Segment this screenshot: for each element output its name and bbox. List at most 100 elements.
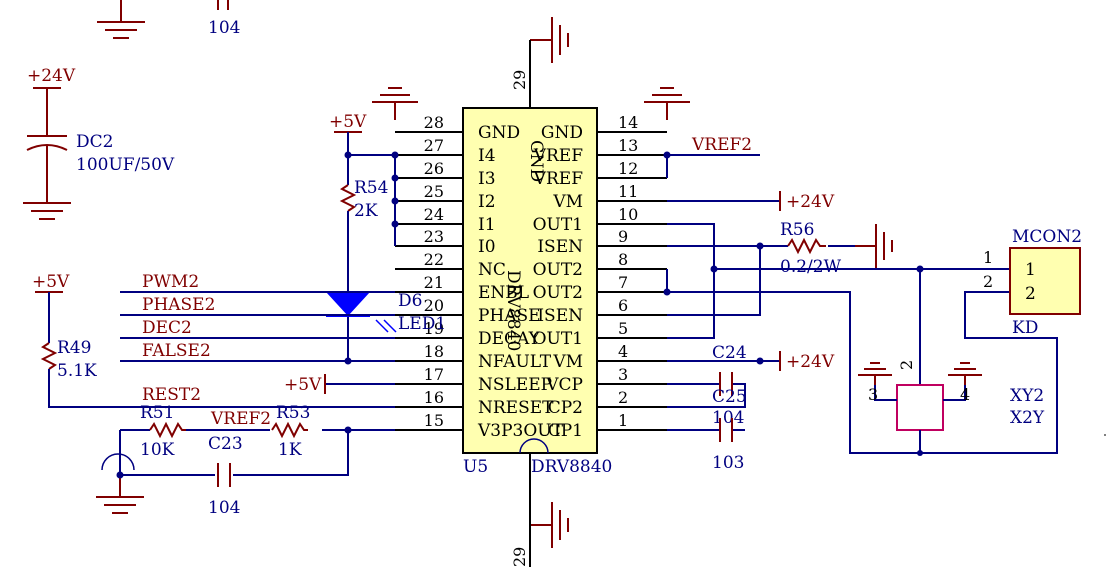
net-dec2: DEC2 (142, 318, 192, 338)
r49-value: 5.1K (57, 361, 97, 381)
c23-designator: C23 (208, 434, 243, 454)
r54-power-label: +5V (329, 112, 367, 132)
ic-pin-number: 9 (618, 227, 628, 246)
junction-dot (116, 471, 124, 479)
xy2-pin4: 4 (960, 385, 970, 404)
ic-pin-name: CP2 (548, 398, 583, 418)
ic-pin-name: I2 (478, 192, 496, 212)
ic-right-pins (597, 131, 667, 431)
r49-power-label: +5V (32, 272, 70, 292)
junction-dot (391, 197, 399, 205)
ic-pin-name: V3P3OUT (477, 421, 564, 441)
ic-pin-name: I4 (478, 146, 496, 166)
ic-pin-number: 8 (618, 250, 628, 269)
junction-dot (756, 242, 764, 250)
net-vref2-left: VREF2 (210, 409, 271, 429)
vm4-power-label: +24V (786, 352, 835, 372)
ic-pin-number: 10 (618, 205, 638, 224)
ic-pin-name: PHASE (478, 306, 541, 326)
ic-pin-name: I0 (478, 237, 496, 257)
ground-icon (96, 475, 144, 514)
power-port-icon (33, 87, 61, 135)
r54-value: 2K (354, 201, 378, 221)
ic-left-pins (395, 131, 463, 431)
ic-pin-name: I1 (478, 215, 496, 235)
ic-pin-number: 2 (618, 388, 628, 407)
junction-dot (391, 174, 399, 182)
net-rest2: REST2 (142, 385, 201, 405)
capacitor-icon (26, 135, 68, 185)
ground-icon (855, 224, 893, 268)
ground-icon (858, 362, 892, 385)
xy2-value: X2Y (1010, 408, 1045, 428)
junction-dot (917, 450, 923, 456)
junction-dot (710, 265, 718, 273)
net-phase2: PHASE2 (142, 295, 215, 315)
net-false2: FALSE2 (142, 341, 211, 361)
junction-dot (344, 426, 352, 434)
dc2-value: 100UF/50V (76, 155, 175, 175)
r51-designator: R51 (140, 403, 174, 423)
ic-pin-name: ENBL (478, 283, 529, 303)
ic-pin-number: 11 (618, 182, 638, 201)
xy2-pin2: 2 (897, 360, 916, 370)
ground-icon (644, 87, 690, 120)
vm11-power-label: +24V (786, 192, 835, 212)
ic-pin-number: 7 (618, 273, 628, 292)
r53-designator: R53 (276, 403, 310, 423)
ground-icon (23, 185, 71, 220)
ic-pin-number: 1 (618, 411, 628, 430)
capacitor-icon (719, 372, 733, 396)
ic-gnd-vertical: GND (526, 140, 546, 182)
ic-bottom-pin-number: 29 (510, 547, 529, 567)
resistor-icon (787, 237, 826, 255)
ic-pin-name: VCP (545, 375, 583, 395)
xy2-body (896, 384, 944, 431)
ic-pin-name: OUT1 (533, 215, 583, 235)
ic-pin-number: 20 (424, 296, 444, 315)
net-pwm2: PWM2 (142, 272, 199, 292)
r49-designator: R49 (57, 338, 91, 358)
ic-pin-labels: 28GND27I426I325I224I123I022NC21ENBL20PHA… (424, 113, 639, 441)
ic-pin-number: 17 (424, 365, 444, 384)
net-vref2-right: VREF2 (691, 135, 752, 155)
ic-pin-name: OUT2 (533, 260, 583, 280)
junction-dot (663, 151, 671, 159)
ic-pin-number: 18 (424, 342, 444, 361)
d6-designator: D6 (398, 291, 422, 311)
c24-value: 104 (712, 408, 744, 428)
ic-pin-number: 27 (424, 136, 444, 155)
ic-pin-name: CP1 (548, 421, 583, 441)
ic-mirror-text: DRV8840 (503, 270, 523, 351)
c25-designator: C25 (712, 387, 747, 407)
ic-pin-name: VREF (533, 146, 583, 166)
ic-pin-number: 25 (424, 182, 444, 201)
dc2-power-label: +24V (27, 66, 76, 86)
cap-top-value: 104 (208, 18, 240, 38)
ic-pin-name: DECAY (478, 329, 541, 349)
ic-pin-number: 5 (618, 319, 628, 338)
ic-pin-number: 3 (618, 365, 628, 384)
ic-pin-number: 13 (618, 136, 638, 155)
junction-dot (344, 151, 352, 159)
r54-designator: R54 (354, 178, 388, 198)
ic-pin-number: 22 (424, 250, 444, 269)
junction-dot (391, 151, 399, 159)
xy2-designator: XY2 (1010, 386, 1044, 406)
ic-pin-name: GND (478, 123, 520, 143)
ground-icon (530, 502, 569, 548)
ic-pin-number: 12 (618, 159, 638, 178)
r51-value: 10K (140, 440, 175, 460)
junction-dot (663, 288, 671, 296)
ic-pin-number: 16 (424, 388, 444, 407)
ground-icon (97, 0, 145, 39)
d6-value: LED1 (398, 314, 446, 334)
ic-pin-name: VM (552, 352, 583, 372)
capacitor-icon (719, 418, 733, 442)
resistor-icon (149, 421, 186, 439)
ic-pin-number: 15 (424, 411, 444, 430)
mcon2-pin1: 1 (1025, 260, 1036, 280)
ic-pin-number: 24 (424, 205, 444, 224)
mcon2-body (1009, 247, 1081, 315)
